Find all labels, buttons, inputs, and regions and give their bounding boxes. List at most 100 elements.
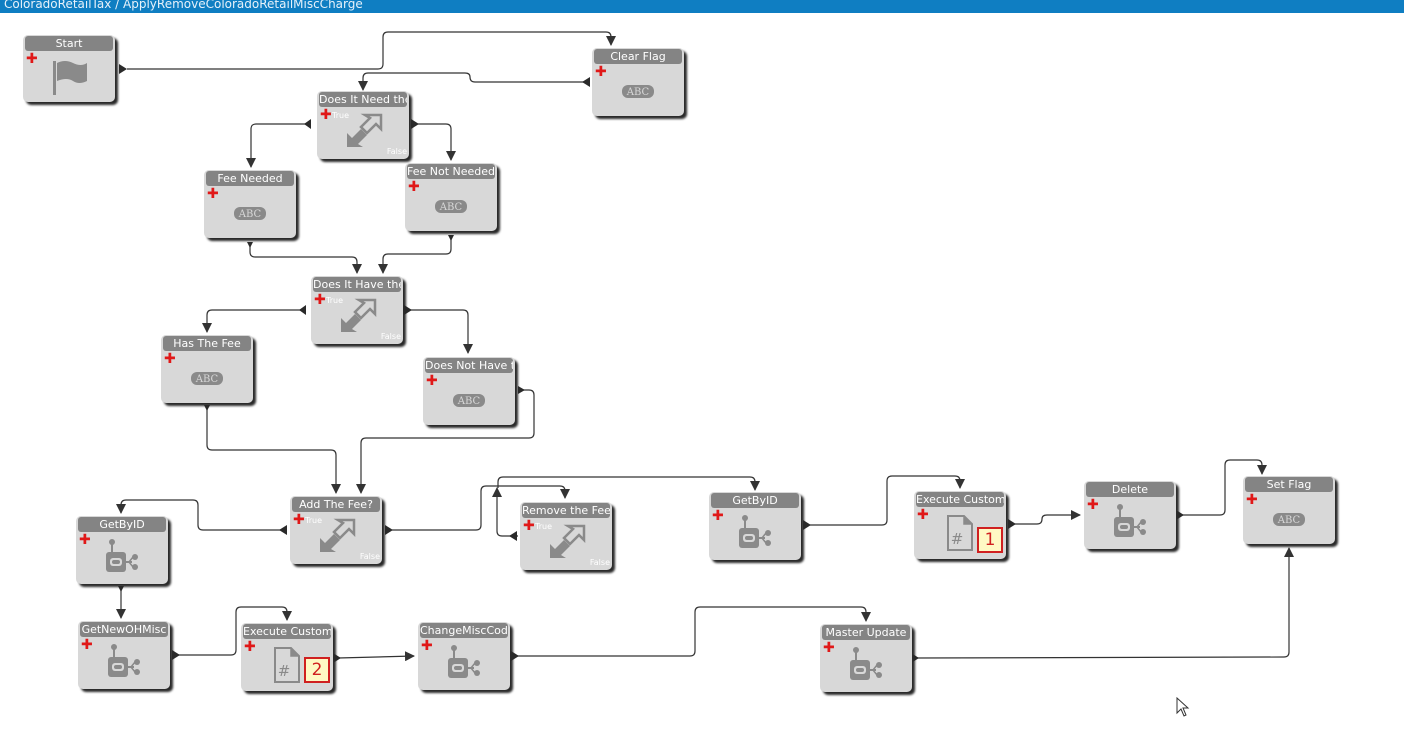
node-title: Has The Fee	[163, 336, 251, 351]
connector-start-to-does-it-need	[127, 31, 616, 70]
add-icon[interactable]: ✚	[823, 640, 835, 656]
connector-execute-1-to-delete	[1015, 510, 1081, 525]
node-remove-the-fee[interactable]: Remove the Fee? ✚ True False	[520, 502, 612, 570]
business-method-icon	[850, 647, 882, 680]
node-title: Set Flag	[1245, 477, 1333, 492]
abc-text: ABC	[195, 374, 219, 385]
add-icon[interactable]: ✚	[1246, 492, 1258, 508]
abc-assign-icon: ABC	[191, 372, 223, 385]
connector-execute-2-to-changemisccode	[337, 651, 415, 662]
node-delete[interactable]: Delete ✚	[1084, 481, 1176, 549]
connector-fee-not-needed-to-does-it-have	[378, 235, 452, 274]
connector-has-the-fee-to-add	[206, 406, 341, 494]
false-branch-label: False	[359, 552, 380, 561]
add-icon[interactable]: ✚	[523, 518, 535, 534]
business-method-icon	[108, 644, 140, 677]
node-title: Clear Flag	[594, 49, 682, 64]
add-icon[interactable]: ✚	[207, 186, 219, 202]
node-getnewohmisc[interactable]: GetNewOHMisc ✚	[78, 621, 170, 689]
breadcrumb: ColoradoRetailTax / ApplyRemoveColoradoR…	[4, 0, 363, 11]
node-does-not-have-fee[interactable]: Does Not Have the ✚ ABC	[423, 357, 515, 425]
node-fee-not-needed[interactable]: Fee Not Needed ✚ ABC	[405, 163, 497, 231]
add-icon[interactable]: ✚	[712, 508, 724, 524]
add-icon[interactable]: ✚	[595, 64, 607, 80]
connector-getbyid-1-to-execute-1	[810, 475, 965, 526]
node-title: Execute Custom Cc	[916, 492, 1004, 507]
hash-text: #	[951, 530, 964, 548]
connector-true-to-has-the-fee	[202, 309, 304, 333]
node-set-flag[interactable]: Set Flag ✚ ABC	[1243, 476, 1335, 544]
node-title: Does Not Have the	[425, 358, 513, 373]
connector-false-to-does-not-have	[410, 309, 473, 354]
connector-true-to-fee-needed	[246, 123, 310, 168]
node-execute-custom-code-1[interactable]: Execute Custom Cc ✚ # 1	[914, 491, 1006, 559]
decision-arrows-icon	[341, 298, 377, 332]
true-branch-label: True	[326, 296, 343, 305]
connector-master-update-to-set-flag	[915, 547, 1294, 659]
node-title: Fee Needed	[206, 171, 294, 186]
node-title: GetNewOHMisc	[80, 622, 168, 637]
add-icon[interactable]: ✚	[314, 292, 326, 308]
node-title: Master Update	[822, 625, 910, 640]
code-file-icon: #	[274, 647, 300, 683]
false-branch-label: False	[380, 332, 401, 341]
add-icon[interactable]: ✚	[408, 179, 420, 195]
business-method-icon	[739, 515, 771, 548]
node-title: GetByID	[78, 517, 166, 532]
flag-icon	[53, 61, 87, 95]
abc-text: ABC	[238, 209, 262, 220]
code-file-icon: #	[947, 515, 973, 551]
node-does-it-need-fee[interactable]: Does It Need the F ✚ True False	[317, 91, 409, 159]
add-icon[interactable]: ✚	[164, 351, 176, 367]
node-has-the-fee[interactable]: Has The Fee ✚ ABC	[161, 335, 253, 403]
node-title: ChangeMiscCode	[420, 623, 508, 638]
node-title: Execute Custom Cc	[243, 624, 331, 639]
node-changemisccode[interactable]: ChangeMiscCode ✚	[418, 622, 510, 690]
add-icon[interactable]: ✚	[917, 507, 929, 523]
connector-delete-to-set-flag	[1182, 459, 1267, 516]
node-master-update[interactable]: Master Update ✚	[820, 624, 912, 692]
abc-text: ABC	[1277, 515, 1301, 526]
connector-changemisccode-to-master-update	[514, 606, 871, 657]
node-start[interactable]: Start ✚	[23, 35, 115, 102]
decision-arrows-icon	[320, 518, 356, 552]
node-execute-custom-code-2[interactable]: Execute Custom Cc ✚ # 2	[241, 623, 333, 691]
add-icon[interactable]: ✚	[79, 532, 91, 548]
node-number-badge: 2	[304, 657, 330, 683]
hash-text: #	[278, 662, 291, 680]
connector-getnewohmisc-to-execute-2	[175, 606, 292, 656]
add-icon[interactable]: ✚	[421, 638, 433, 654]
node-add-the-fee[interactable]: Add The Fee? ✚ True False	[290, 496, 382, 564]
node-fee-needed[interactable]: Fee Needed ✚ ABC	[204, 170, 296, 238]
connector-remove-true-loop	[492, 487, 518, 537]
true-branch-label: True	[332, 111, 349, 120]
add-icon[interactable]: ✚	[81, 637, 93, 653]
node-title: Fee Not Needed	[407, 164, 495, 179]
node-title: Does It Have the F	[313, 277, 401, 292]
node-getbyid-1[interactable]: GetByID ✚	[709, 492, 801, 560]
add-icon[interactable]: ✚	[244, 639, 256, 655]
abc-text: ABC	[457, 396, 481, 407]
add-icon[interactable]: ✚	[320, 107, 332, 123]
add-icon[interactable]: ✚	[426, 373, 438, 389]
abc-assign-icon: ABC	[1273, 513, 1305, 526]
connector-does-not-have-to-add	[356, 389, 535, 494]
node-clear-flag[interactable]: Clear Flag ✚ ABC	[592, 48, 684, 116]
add-icon[interactable]: ✚	[293, 512, 305, 528]
abc-text: ABC	[626, 87, 650, 98]
business-method-icon	[106, 539, 138, 572]
node-does-it-have-fee[interactable]: Does It Have the F ✚ True False	[311, 276, 403, 344]
false-branch-label: False	[386, 147, 407, 156]
add-icon[interactable]: ✚	[26, 51, 38, 67]
node-getbyid-2[interactable]: GetByID ✚	[76, 516, 168, 584]
node-title: Does It Need the F	[319, 92, 407, 107]
decision-arrows-icon	[347, 113, 383, 147]
abc-assign-icon: ABC	[234, 207, 266, 220]
connector-clear-flag-to-does-it-need	[358, 72, 590, 91]
business-method-icon	[1114, 504, 1146, 537]
business-method-icon	[448, 645, 480, 678]
mouse-cursor-icon	[1176, 697, 1190, 717]
add-icon[interactable]: ✚	[1087, 497, 1099, 513]
decision-arrows-icon	[550, 524, 586, 558]
